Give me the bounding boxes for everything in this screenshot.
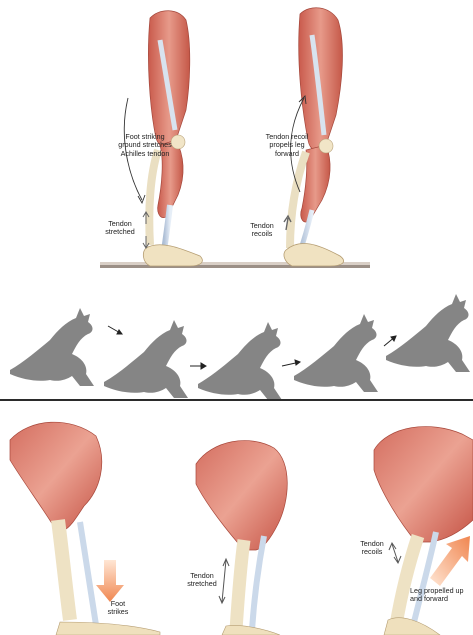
stage3-thigh-muscle: [374, 427, 473, 542]
left-foot: [143, 245, 202, 266]
stage1-shin-bone: [58, 520, 70, 620]
stage1-thigh-muscle: [10, 422, 102, 530]
right-tendon-label: Tendon recoils: [242, 222, 282, 239]
sequence-arrow-icon-4: [384, 336, 396, 346]
sequence-arrow-icon-2: [190, 363, 206, 369]
tendon-recoils-label: Tendon recoils: [352, 540, 392, 557]
bottom-panel-kangaroo-legs: Foot strikes Tendon stretched Tendon rec…: [0, 400, 473, 635]
kangaroo-leg-stages: [0, 400, 473, 635]
right-leg-annotation: Tendon recoil propels leg forward: [250, 133, 324, 158]
middle-panel-kangaroo-sequence: [0, 282, 473, 400]
downward-force-arrow-icon: [96, 560, 124, 602]
kangaroo-leg-stage-2: [196, 441, 287, 635]
foot-strikes-label: Foot strikes: [100, 600, 136, 617]
stage2-shin-bone: [236, 540, 244, 630]
right-thigh-muscle: [299, 8, 343, 151]
right-foot: [284, 243, 344, 266]
leg-propelled-label: Leg propelled up and forward: [410, 587, 473, 604]
top-panel-human-legs: Foot striking ground stretches Achilles …: [0, 0, 473, 282]
stage1-foot: [56, 622, 160, 635]
stage3-foot: [384, 618, 440, 635]
kangaroo-silhouette-1: [10, 308, 94, 386]
kangaroo-hop-sequence: [0, 282, 473, 400]
left-shin-bone: [149, 150, 158, 245]
left-tendon-label: Tendon stretched: [98, 220, 142, 237]
sequence-arrow-icon-1: [108, 326, 122, 334]
stage2-thigh-muscle: [196, 441, 287, 550]
sequence-arrow-icon-3: [282, 360, 300, 366]
kangaroo-silhouette-3: [198, 322, 282, 400]
left-leg-annotation: Foot striking ground stretches Achilles …: [104, 133, 186, 158]
kangaroo-silhouette-4: [294, 314, 378, 392]
stage2-foot: [222, 625, 280, 635]
kangaroo-silhouette-5: [386, 294, 470, 372]
human-legs-illustration: [0, 0, 473, 282]
kangaroo-leg-stage-1: [10, 422, 160, 635]
stage1-tendon: [80, 522, 96, 625]
kangaroo-silhouette-2: [104, 320, 188, 398]
tendon-stretched-label: Tendon stretched: [178, 572, 226, 589]
left-thigh-muscle: [148, 11, 189, 148]
